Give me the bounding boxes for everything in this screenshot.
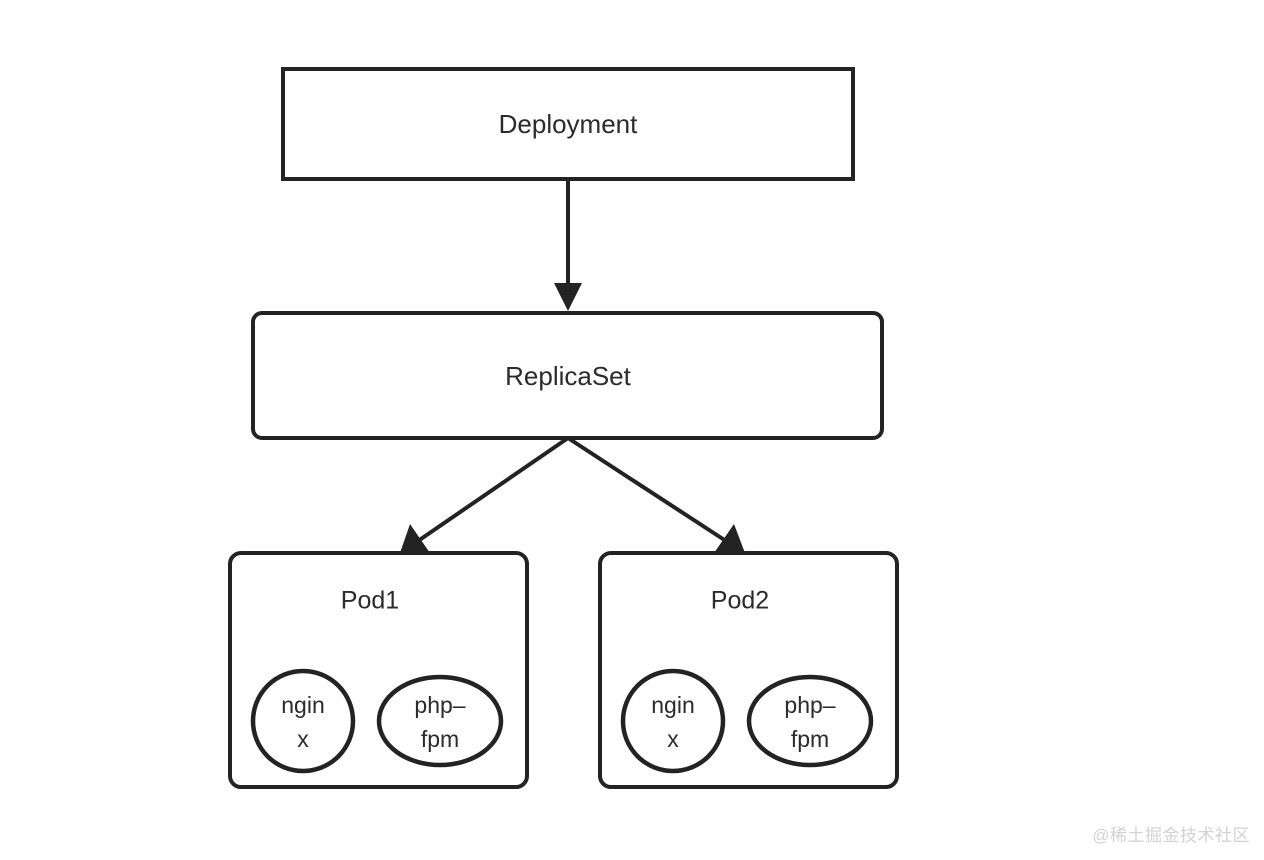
- node-deployment[interactable]: Deployment: [281, 67, 855, 181]
- edge-line-replicaset-pod1: [416, 436, 570, 543]
- pod1-php-fpm-label-line1: php–: [414, 692, 465, 718]
- deployment-box[interactable]: [281, 67, 855, 181]
- pod2-nginx-label-line1: ngin: [651, 692, 694, 718]
- node-pod2[interactable]: Pod2 ngin x php– fpm: [598, 551, 899, 789]
- pod1-nginx-label-line1: ngin: [281, 692, 324, 718]
- replicaset-box[interactable]: [251, 311, 884, 440]
- arrow-head-pod1: [400, 524, 432, 556]
- pod2-label: Pod2: [711, 587, 769, 615]
- arrow-head-pod2: [712, 524, 745, 556]
- pod1-nginx-circle[interactable]: [250, 668, 356, 774]
- arrow-head-replicaset: [554, 283, 582, 311]
- edge-deployment-to-replicaset: [554, 179, 582, 311]
- pod1-php-fpm-label-line2: fpm: [421, 726, 459, 752]
- pod1-container-php-fpm[interactable]: php– fpm: [376, 674, 504, 768]
- pod2-php-fpm-label-line2: fpm: [791, 726, 829, 752]
- node-replicaset[interactable]: ReplicaSet: [251, 311, 884, 440]
- pod1-container-nginx[interactable]: ngin x: [250, 668, 356, 774]
- pod2-nginx-label-line2: x: [667, 726, 679, 752]
- pod2-container-nginx[interactable]: ngin x: [620, 668, 726, 774]
- node-pod1[interactable]: Pod1 ngin x php– fpm: [228, 551, 529, 789]
- pod1-nginx-label-line2: x: [297, 726, 309, 752]
- pod2-php-fpm-label-line1: php–: [784, 692, 835, 718]
- pod2-php-fpm-ellipse[interactable]: [746, 674, 874, 768]
- pod2-container-php-fpm[interactable]: php– fpm: [746, 674, 874, 768]
- pod2-nginx-circle[interactable]: [620, 668, 726, 774]
- edge-replicaset-to-pod2: [566, 436, 745, 556]
- edge-replicaset-to-pod1: [400, 436, 570, 556]
- pod1-label: Pod1: [341, 587, 399, 615]
- edge-line-replicaset-pod2: [566, 436, 728, 543]
- watermark: @稀土掘金技术社区: [1092, 826, 1250, 845]
- replicaset-label: ReplicaSet: [505, 361, 632, 391]
- pod1-php-fpm-ellipse[interactable]: [376, 674, 504, 768]
- deployment-label: Deployment: [499, 109, 639, 139]
